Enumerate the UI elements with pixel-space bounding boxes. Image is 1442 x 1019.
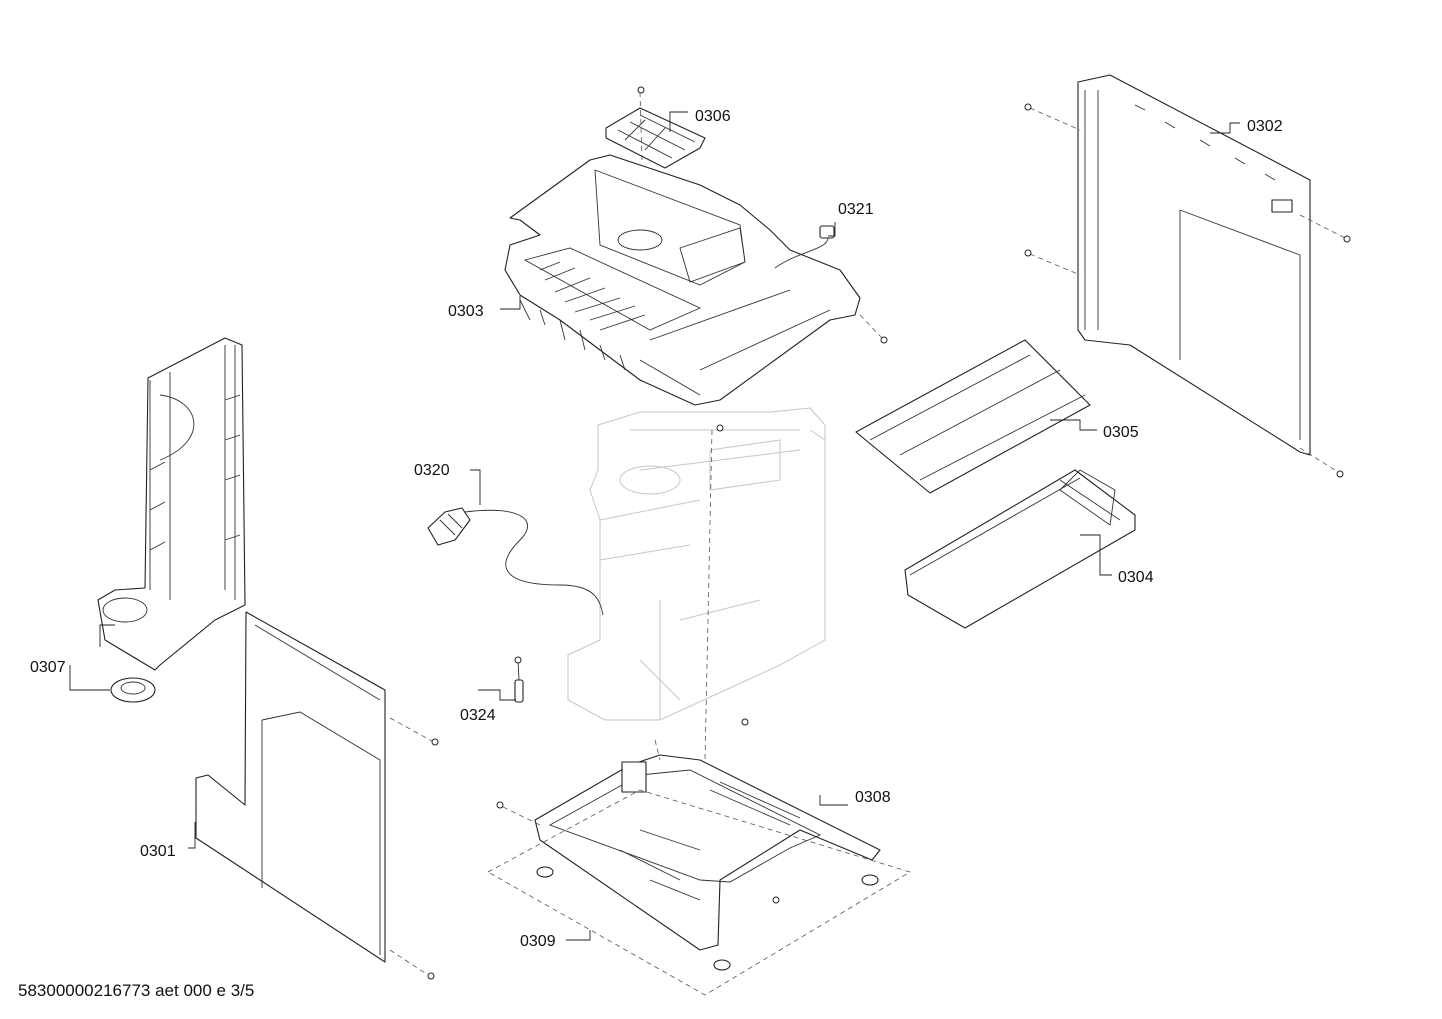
- part-0324-clip: [514, 656, 524, 703]
- callout-0321: 0321: [838, 201, 874, 218]
- document-id: 58300000216773 aet 000 e 3/5: [18, 981, 255, 1000]
- callout-0306: 0306: [695, 108, 731, 125]
- callout-0302: 0302: [1247, 118, 1283, 135]
- inner-chassis-ghost: [567, 407, 826, 721]
- callout-0307: 0307: [30, 659, 66, 676]
- part-0320-power-cord: [427, 507, 604, 616]
- callout-0301: 0301: [140, 843, 176, 860]
- callout-0308: 0308: [855, 789, 891, 806]
- callout-0305: 0305: [1103, 424, 1139, 441]
- part-0321-sensor: [774, 225, 835, 269]
- part-0309-footprint: [487, 789, 911, 996]
- leader-lines: [69, 111, 1240, 941]
- part-0304-lower-tray: [904, 469, 1136, 629]
- part-0307-left-frame: [97, 337, 246, 703]
- part-0306-grid-cover: [605, 86, 706, 169]
- part-0301-front-panel: [195, 611, 439, 980]
- part-0303-top-frame: [504, 154, 861, 406]
- callout-0304: 0304: [1118, 569, 1154, 586]
- part-0302-side-panel: [859, 74, 1351, 478]
- callout-0324: 0324: [460, 707, 496, 724]
- callout-0303: 0303: [448, 303, 484, 320]
- part-0308-base: [496, 424, 881, 971]
- part-0305-top-cover: [855, 339, 1091, 494]
- callout-0309: 0309: [520, 933, 556, 950]
- callout-0320: 0320: [414, 462, 450, 479]
